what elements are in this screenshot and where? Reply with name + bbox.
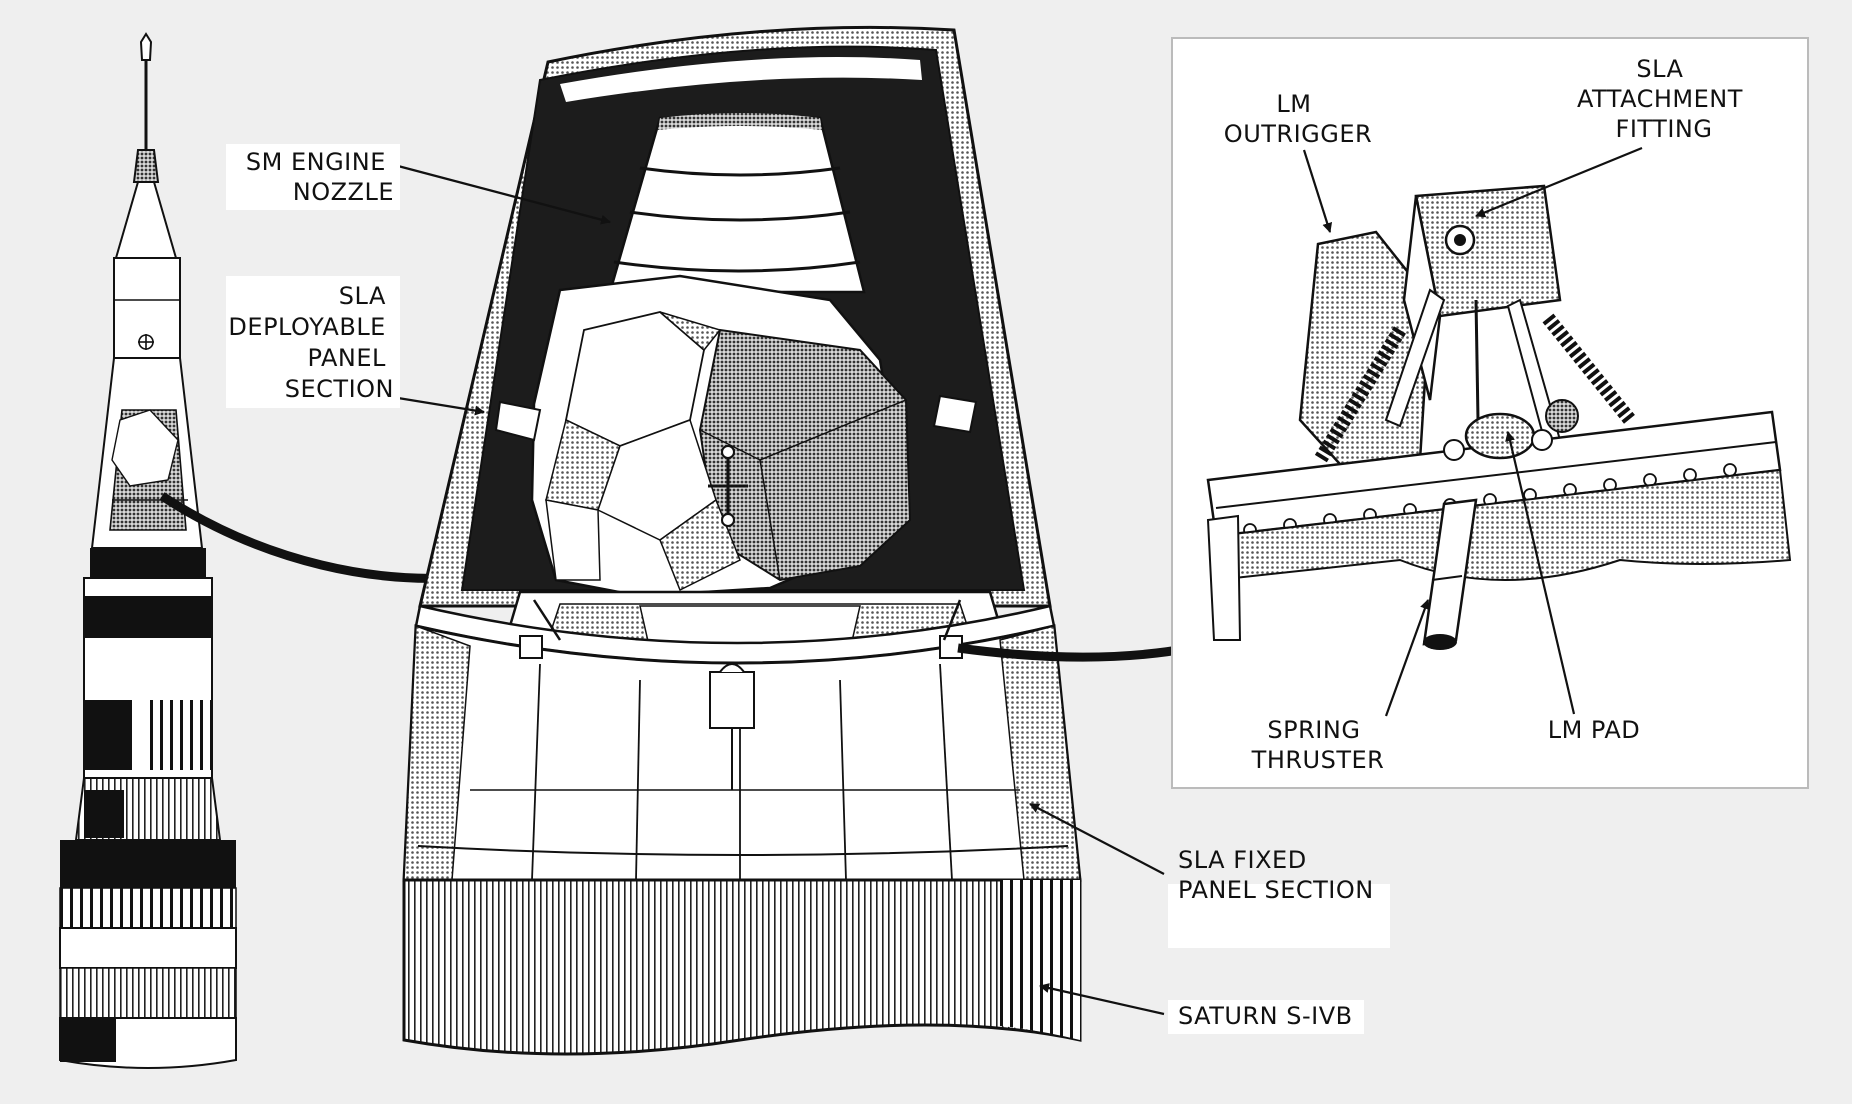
leader-sla-deployable — [397, 396, 485, 416]
label-backings — [226, 144, 1390, 1034]
leader-lines — [397, 146, 1643, 1016]
label-sla-attachment-fitting: SLA ATTACHMENT FITTING — [1577, 55, 1751, 143]
label-sla-fixed-panel-section: SLA FIXED PANEL SECTION — [1178, 846, 1374, 904]
label-lm-outrigger: LM OUTRIGGER — [1224, 90, 1372, 148]
leader-sm-engine-nozzle — [397, 164, 611, 225]
saturn-v-rocket — [59, 32, 237, 1069]
label-saturn-s-ivb: SATURN S-IVB — [1178, 1002, 1353, 1030]
leader-sla-fixed — [1029, 803, 1165, 875]
label-lm-pad: LM PAD — [1548, 716, 1641, 744]
label-sm-engine-nozzle: SM ENGINE NOZZLE — [246, 148, 394, 206]
sla-cutaway — [402, 25, 1082, 1056]
leader-sla-attachment — [1475, 146, 1643, 218]
leader-lm-outrigger — [1302, 149, 1333, 233]
label-sla-deployable-panel-section: SLA DEPLOYABLE PANEL SECTION — [228, 282, 394, 403]
label-spring-thruster: SPRING THRUSTER — [1251, 716, 1385, 774]
leader-spring-thruster — [1384, 599, 1430, 717]
leader-saturn-s-ivb — [1039, 983, 1165, 1016]
inset-detail-panel — [1171, 37, 1809, 789]
leader-lm-pad — [1505, 431, 1576, 715]
